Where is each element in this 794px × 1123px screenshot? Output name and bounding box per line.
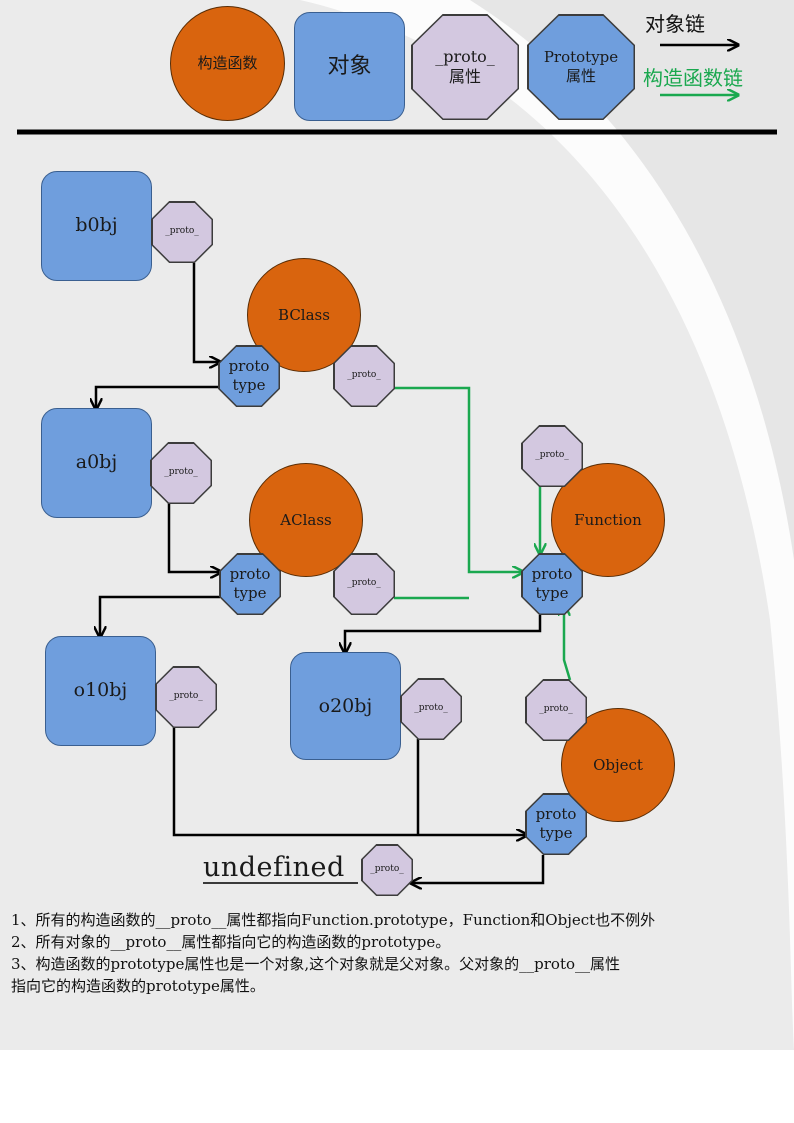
aclass-proto-octagon: _proto_ (333, 553, 395, 615)
object-proto-label: _proto_ (526, 680, 586, 740)
bobj-box: b0bj (41, 171, 152, 281)
undefined-proto-octagon: _proto_ (361, 844, 413, 896)
aobj-proto-label: _proto_ (151, 443, 211, 503)
bclass-proto-label: _proto_ (334, 346, 394, 406)
aclass-prototype-label: proto type (220, 554, 280, 614)
bobj-proto-octagon: _proto_ (151, 201, 213, 263)
object-label: Object (593, 755, 643, 774)
legend-proto-label: _proto_ 属性 (412, 15, 518, 119)
aclass-proto-label: _proto_ (334, 554, 394, 614)
bclass-proto-octagon: _proto_ (333, 345, 395, 407)
legend-object-chain-label: 对象链 (645, 12, 705, 36)
undefined-proto-label: _proto_ (362, 845, 412, 895)
function-prototype-to-o2obj (345, 615, 542, 652)
aclass-prototype-to-o1obj (100, 595, 220, 636)
bobj-label: b0bj (75, 214, 118, 236)
note-line: 1、所有的构造函数的__proto__属性都指向Function.prototy… (11, 911, 656, 929)
function-prototype-octagon: proto type (521, 553, 583, 615)
object-circle: Object (561, 708, 675, 822)
aclass-circle: AClass (249, 463, 363, 577)
aclass-label: AClass (280, 510, 332, 529)
bclass-label: BClass (278, 305, 330, 324)
function-proto-label: _proto_ (522, 426, 582, 486)
aobj-box: a0bj (41, 408, 152, 518)
o2obj-proto-octagon: _proto_ (400, 678, 462, 740)
bclass-prototype-octagon: proto type (218, 345, 280, 407)
o1obj-proto-label: _proto_ (156, 667, 216, 727)
o1obj-label: o10bj (73, 679, 128, 701)
undefined-label: undefined (203, 852, 345, 883)
legend-object-label: 对象 (327, 53, 372, 79)
object-prototype-label: proto type (526, 794, 586, 854)
bclass-prototype-to-aobj (96, 385, 219, 408)
o1obj-proto-to-object-prototype (172, 726, 526, 835)
bclass-prototype-label: proto type (219, 346, 279, 406)
legend-prototype-label: Prototype 属性 (528, 15, 634, 119)
function-circle: Function (551, 463, 665, 577)
function-label: Function (574, 510, 642, 529)
object-prototype-octagon: proto type (525, 793, 587, 855)
aclass-prototype-octagon: proto type (219, 553, 281, 615)
o1obj-proto-octagon: _proto_ (155, 666, 217, 728)
legend-constructor-circle: 构造函数 (170, 6, 285, 121)
o1obj-box: o10bj (45, 636, 156, 746)
legend-proto-octagon: _proto_ 属性 (411, 14, 519, 120)
note-line: 指向它的构造函数的prototype属性。 (11, 977, 265, 995)
note-line: 3、构造函数的prototype属性也是一个对象,这个对象就是父对象。父对象的_… (11, 955, 621, 973)
aobj-proto-to-aclass-prototype (167, 503, 220, 572)
aobj-proto-octagon: _proto_ (150, 442, 212, 504)
note-line: 2、所有对象的__proto__属性都指向它的构造函数的prototype。 (11, 933, 451, 951)
o2obj-box: o20bj (290, 652, 401, 760)
o2obj-label: o20bj (318, 695, 373, 717)
legend-prototype-octagon: Prototype 属性 (527, 14, 635, 120)
function-prototype-label: proto type (522, 554, 582, 614)
legend-constructor-chain-label: 构造函数链 (643, 66, 743, 90)
legend-object-box: 对象 (294, 12, 405, 121)
legend-constructor-label: 构造函数 (197, 54, 258, 73)
object-proto-to-function-prototype (564, 606, 572, 681)
object-prototype-to-undefined (412, 855, 545, 883)
aobj-label: a0bj (75, 451, 118, 473)
bobj-proto-to-bclass-prototype (192, 263, 219, 362)
bclass-proto-to-function-prototype (394, 386, 522, 572)
o2obj-proto-label: _proto_ (401, 679, 461, 739)
object-proto-octagon: _proto_ (525, 679, 587, 741)
notes: 1、所有的构造函数的__proto__属性都指向Function.prototy… (11, 909, 791, 997)
function-proto-octagon: _proto_ (521, 425, 583, 487)
bobj-proto-label: _proto_ (152, 202, 212, 262)
